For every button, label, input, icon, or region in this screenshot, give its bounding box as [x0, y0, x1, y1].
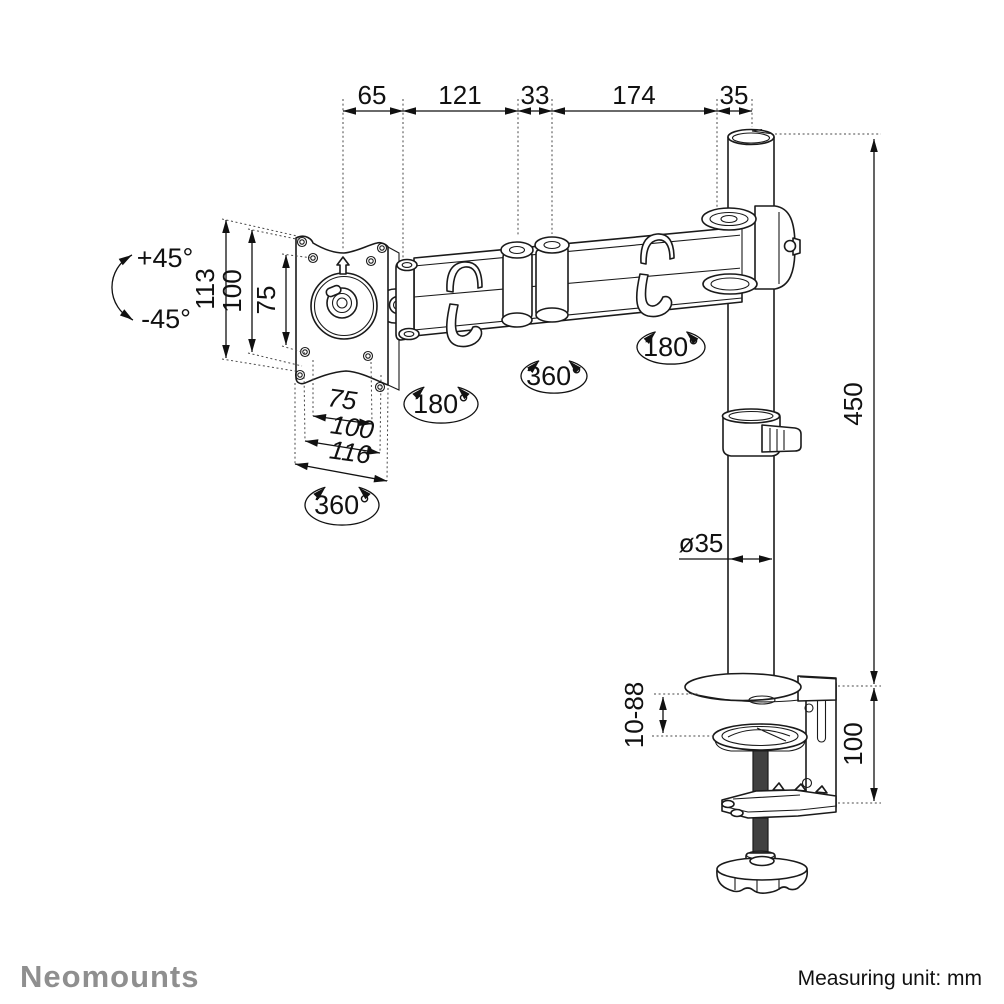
- footer: Neomounts Measuring unit: mm: [20, 959, 982, 994]
- clamp-bottom-arm: [721, 782, 837, 819]
- dim-top-33: 33: [521, 80, 550, 110]
- cable-clip-hook-2: [635, 273, 673, 318]
- dim-vesa-113: 113: [190, 268, 220, 309]
- dimension-lines: [222, 107, 878, 802]
- dim-clamp-100: 100: [838, 722, 868, 765]
- dim-vesa-116: 116: [328, 434, 374, 470]
- cable-clip-top-2: [640, 233, 675, 265]
- label-tilt-down: -45°: [141, 304, 191, 334]
- up-arrow-icon: [336, 256, 350, 275]
- height-adjust-collar: [721, 408, 802, 457]
- clamp-pad: [712, 723, 808, 752]
- label-joint-360-middle: 360°: [526, 361, 582, 391]
- brand-logo: Neomounts: [20, 959, 200, 994]
- dim-pole-diameter: ø35: [679, 528, 724, 558]
- rotation-ellipse-middle: [520, 360, 588, 394]
- pole-bracket: [701, 205, 801, 295]
- clamp-top-plate: [684, 672, 802, 702]
- desk-clamp: [684, 672, 837, 894]
- rotation-ellipse-left: [403, 386, 479, 424]
- dim-top-121: 121: [438, 80, 481, 110]
- rotation-symbols: [111, 254, 706, 526]
- collar-lever: [761, 424, 802, 453]
- dim-top-65: 65: [358, 80, 387, 110]
- rotation-labels: +45° -45° 360° 180° 360° 180°: [137, 243, 699, 520]
- label-tilt-up: +45°: [137, 243, 194, 273]
- vesa-plate: [294, 235, 400, 393]
- dim-clamp-range: 10-88: [619, 682, 649, 749]
- dim-vesa-100v: 100: [217, 269, 247, 312]
- extension-lines: [221, 99, 881, 804]
- bracket-screw: [783, 239, 797, 253]
- dim-vesa-100h: 100: [329, 409, 377, 445]
- arm-middle-joint: [500, 236, 570, 328]
- dim-top-35: 35: [720, 80, 749, 110]
- label-joint-180-left: 180°: [413, 389, 469, 419]
- pole-top-notch: [751, 128, 771, 135]
- cable-clip-top-1: [446, 261, 483, 293]
- boss-knob: [325, 284, 342, 298]
- dim-top-174: 174: [612, 80, 655, 110]
- dimension-labels: 65 121 33 174 35 113 100 75 75 100 116 4…: [190, 80, 868, 766]
- label-joint-180-right: 180°: [643, 332, 699, 362]
- dim-vesa-75h: 75: [326, 382, 359, 416]
- vesa-hinge-bar: [395, 258, 420, 341]
- measuring-unit-label: Measuring unit: mm: [798, 967, 982, 990]
- dim-pole-450: 450: [838, 382, 868, 425]
- rotation-ellipse-right: [636, 331, 706, 365]
- clamp-star-knob: [716, 855, 809, 894]
- arm-beam: [413, 226, 743, 337]
- rotation-ellipse-vesa: [304, 486, 380, 526]
- cable-clip-hook-1: [445, 303, 483, 348]
- label-vesa-360: 360°: [314, 490, 370, 520]
- dim-vesa-75v: 75: [251, 286, 281, 315]
